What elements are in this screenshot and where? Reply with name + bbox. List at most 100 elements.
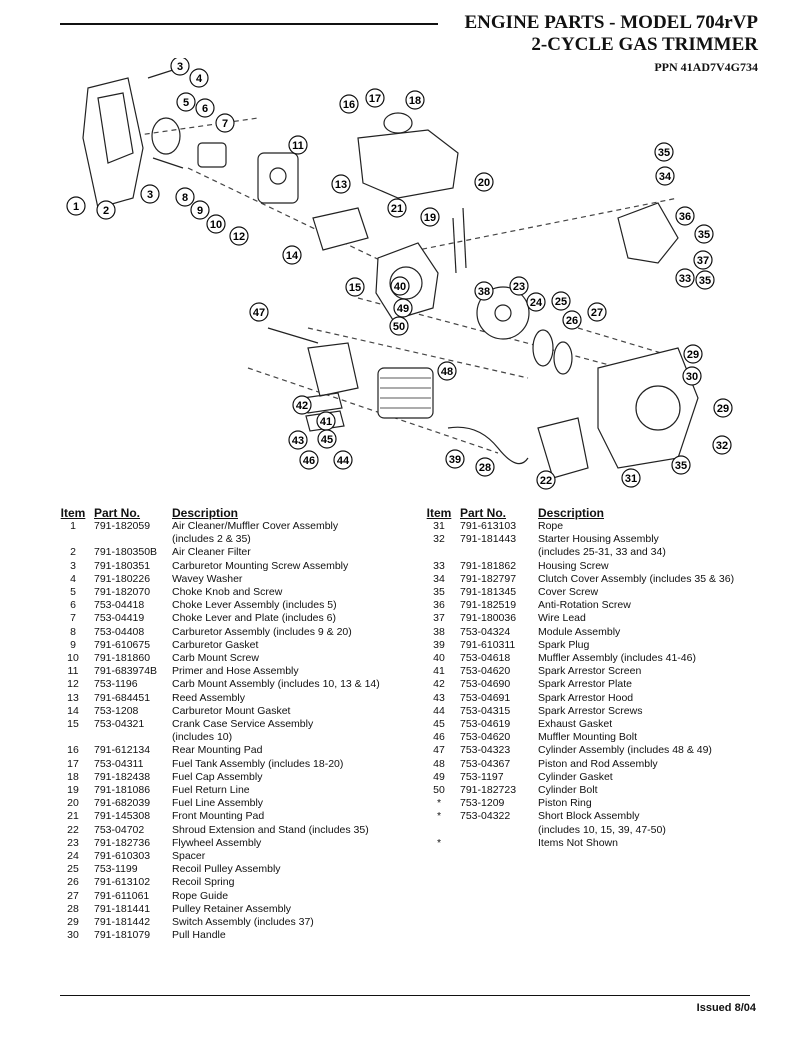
part-number-cell: 753-04315 bbox=[460, 704, 511, 717]
item-cell: 49 bbox=[433, 770, 445, 783]
description-cell: Choke Lever and Plate (includes 6) bbox=[172, 612, 337, 625]
table-row: (includes 2 & 35) bbox=[58, 533, 408, 546]
description-cell: Spark Arrestor Screen bbox=[538, 665, 642, 678]
part-number-cell: 791-182059 bbox=[94, 520, 151, 532]
callout-circle bbox=[282, 245, 302, 265]
description-cell: Primer and Hose Assembly bbox=[172, 665, 299, 678]
callout-number: 28 bbox=[479, 462, 491, 474]
callout-circle bbox=[437, 361, 457, 381]
description-cell: (includes 10, 15, 39, 47-50) bbox=[538, 823, 666, 836]
callout-number: 41 bbox=[320, 416, 332, 428]
callout-number: 40 bbox=[394, 281, 406, 293]
item-cell: 50 bbox=[433, 784, 445, 797]
item-cell: 27 bbox=[67, 889, 79, 902]
callout-number: 50 bbox=[393, 321, 405, 333]
item-cell: 18 bbox=[67, 770, 79, 783]
part-number-cell: 791-181345 bbox=[460, 586, 517, 599]
description-cell: Pull Handle bbox=[172, 929, 226, 942]
item-cell: * bbox=[436, 836, 442, 849]
item-cell: * bbox=[436, 810, 442, 823]
item-cell: 36 bbox=[433, 599, 445, 612]
callout-circle bbox=[654, 142, 674, 162]
description-cell: Cylinder Bolt bbox=[538, 784, 598, 797]
callout-number: 49 bbox=[397, 303, 409, 315]
callout-number: 43 bbox=[292, 435, 304, 447]
part-number-cell: 791-180036 bbox=[460, 612, 517, 625]
callout-number: 35 bbox=[658, 147, 670, 159]
description-cell: Cylinder Assembly (includes 48 & 49) bbox=[538, 744, 712, 757]
part-number-cell: 753-04619 bbox=[460, 718, 511, 731]
part-number-cell: 791-181860 bbox=[94, 652, 151, 665]
part-number-cell: 791-180226 bbox=[94, 572, 151, 585]
part-number-cell: 791-612134 bbox=[94, 744, 151, 757]
callout-number: 1 bbox=[73, 201, 79, 213]
item-cell: 16 bbox=[67, 744, 79, 757]
item-cell: 10 bbox=[67, 652, 79, 665]
callout-circle bbox=[683, 344, 703, 364]
part-number-cell: 753-1209 bbox=[460, 797, 505, 810]
callout-number: 3 bbox=[147, 189, 153, 201]
callout-circle bbox=[317, 429, 337, 449]
part-number-cell: 791-182070 bbox=[94, 586, 151, 599]
part-number-cell: 753-04618 bbox=[460, 652, 511, 665]
callout-circle bbox=[249, 302, 269, 322]
part-number-cell: 753-04620 bbox=[460, 665, 511, 678]
part-number-cell: 791-613103 bbox=[460, 520, 517, 532]
part-number-cell: 791-610675 bbox=[94, 638, 151, 651]
page-title: ENGINE PARTS - MODEL 704rVP bbox=[464, 12, 759, 33]
item-cell: 22 bbox=[67, 823, 79, 836]
callout-number: 14 bbox=[286, 250, 299, 262]
header-part-no: Part No. bbox=[94, 506, 141, 520]
description-cell: Carburetor Mount Gasket bbox=[172, 704, 291, 717]
description-cell: Rope bbox=[538, 520, 564, 532]
ppn-number: PPN 41AD7V4G734 bbox=[654, 60, 758, 74]
callout-number: 10 bbox=[210, 219, 222, 231]
table-row: (includes 25-31, 33 and 34) bbox=[424, 546, 764, 559]
callout-number: 29 bbox=[717, 403, 729, 415]
item-cell: 4 bbox=[70, 572, 76, 585]
description-cell: Carburetor Assembly (includes 9 & 20) bbox=[172, 625, 352, 638]
table-header: Item Part No. Description bbox=[58, 506, 408, 520]
item-cell: 40 bbox=[433, 652, 445, 665]
item-cell: 11 bbox=[67, 665, 79, 678]
callout-number: 3 bbox=[177, 61, 183, 73]
description-cell: Pulley Retainer Assembly bbox=[172, 902, 292, 915]
part-number-cell: 791-182438 bbox=[94, 770, 151, 783]
item-cell: 47 bbox=[433, 744, 445, 757]
part-number-cell bbox=[454, 837, 538, 850]
header-description: Description bbox=[538, 506, 605, 520]
callout-number: 31 bbox=[625, 473, 637, 485]
item-cell: 13 bbox=[67, 691, 79, 704]
footer-rule bbox=[60, 995, 750, 996]
callout-number: 35 bbox=[698, 229, 710, 241]
item-cell: 6 bbox=[70, 599, 76, 612]
item-cell: 14 bbox=[67, 704, 79, 717]
callout-circle bbox=[474, 172, 494, 192]
part-number-cell: 753-04419 bbox=[94, 612, 145, 625]
item-cell: 1 bbox=[70, 520, 76, 532]
item-cell: 3 bbox=[70, 559, 76, 572]
item-cell: 48 bbox=[433, 757, 445, 770]
callout-number: 8 bbox=[182, 192, 188, 204]
part-number-cell: 753-04690 bbox=[460, 678, 511, 691]
callout-circle bbox=[96, 200, 116, 220]
description-cell: Carburetor Gasket bbox=[172, 638, 259, 651]
description-cell: Air Cleaner Filter bbox=[172, 546, 251, 559]
callout-circle bbox=[675, 206, 695, 226]
